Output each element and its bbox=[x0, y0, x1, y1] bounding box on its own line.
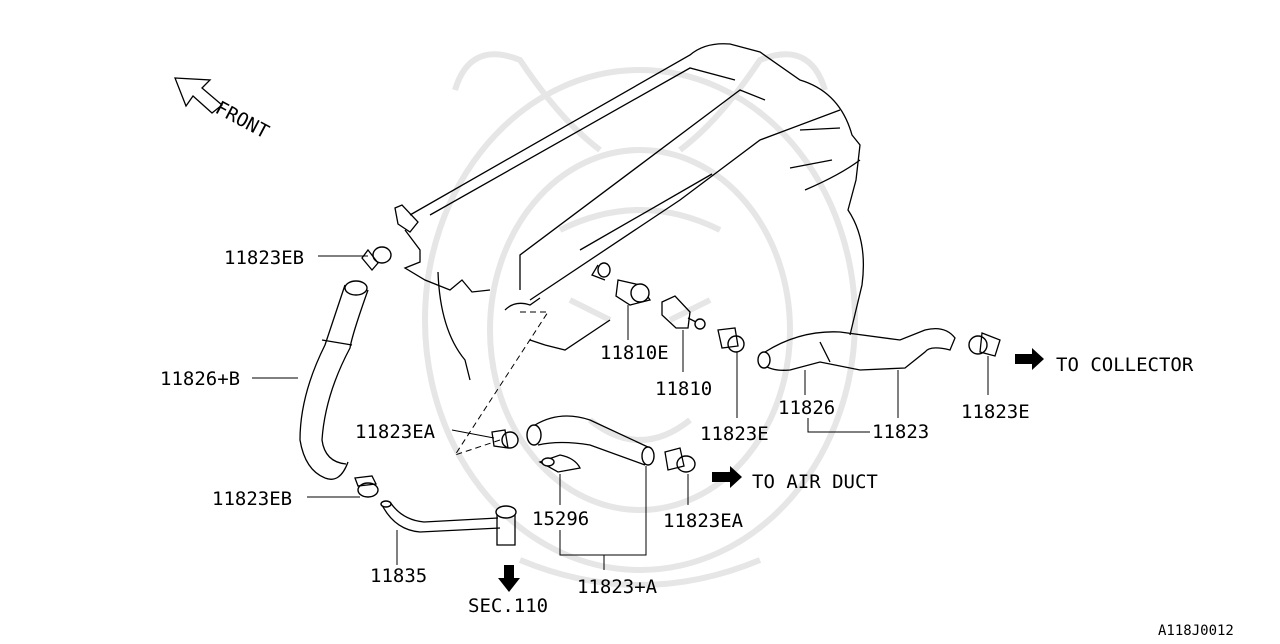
figure-code: A118J0012 bbox=[1158, 623, 1234, 639]
watermark-emblem bbox=[422, 51, 858, 588]
dashed-connection bbox=[453, 311, 549, 456]
leader-11823ea-left bbox=[451, 429, 495, 439]
pcv-valve-11810 bbox=[661, 295, 706, 330]
front-arrow-icon bbox=[174, 77, 224, 114]
label-11823a: 11823+A bbox=[577, 576, 658, 598]
label-11826b: 11826+B bbox=[160, 368, 240, 390]
label-11823eb-top: 11823EB bbox=[224, 247, 304, 269]
label-11826: 11826 bbox=[778, 397, 835, 419]
label-11823e-mid: 11823E bbox=[700, 423, 769, 445]
arrow-right-icon bbox=[712, 466, 742, 488]
label-11823ea-left: 11823EA bbox=[355, 421, 436, 443]
clamp-11823e-mid bbox=[717, 327, 745, 353]
leader-11823 bbox=[807, 370, 899, 433]
hose-11823a bbox=[526, 415, 655, 466]
label-11810: 11810 bbox=[655, 378, 712, 400]
clamp-11823eb-bottom bbox=[354, 475, 379, 498]
clamp-11823ea-left bbox=[491, 429, 519, 449]
label-11823ea-right: 11823EA bbox=[663, 510, 744, 532]
valve-15296 bbox=[538, 454, 581, 473]
label-to-collector: TO COLLECTOR bbox=[1056, 354, 1194, 376]
label-11835: 11835 bbox=[370, 565, 427, 587]
engine-block bbox=[403, 43, 865, 381]
clamp-11823eb-top bbox=[361, 246, 392, 272]
clamp-11823ea-right bbox=[664, 447, 696, 473]
pipe-11835 bbox=[380, 500, 517, 546]
label-11823eb-bottom: 11823EB bbox=[212, 488, 292, 510]
hose-11823 bbox=[757, 327, 956, 371]
arrow-right-icon bbox=[1015, 348, 1044, 370]
label-11810e: 11810E bbox=[600, 342, 669, 364]
grommet-11810e bbox=[615, 279, 652, 306]
label-front: FRONT bbox=[212, 97, 273, 143]
label-sec110: SEC.110 bbox=[468, 595, 548, 617]
small-fitting bbox=[591, 262, 611, 281]
clamp-11823e-right bbox=[968, 332, 1001, 357]
hose-11826b bbox=[299, 280, 369, 480]
arrow-down-icon bbox=[498, 565, 520, 592]
label-15296: 15296 bbox=[532, 508, 589, 530]
label-to-air-duct: TO AIR DUCT bbox=[752, 471, 878, 493]
leader-11823a bbox=[559, 466, 647, 570]
label-11823e-right: 11823E bbox=[961, 401, 1030, 423]
label-11823: 11823 bbox=[872, 421, 929, 443]
